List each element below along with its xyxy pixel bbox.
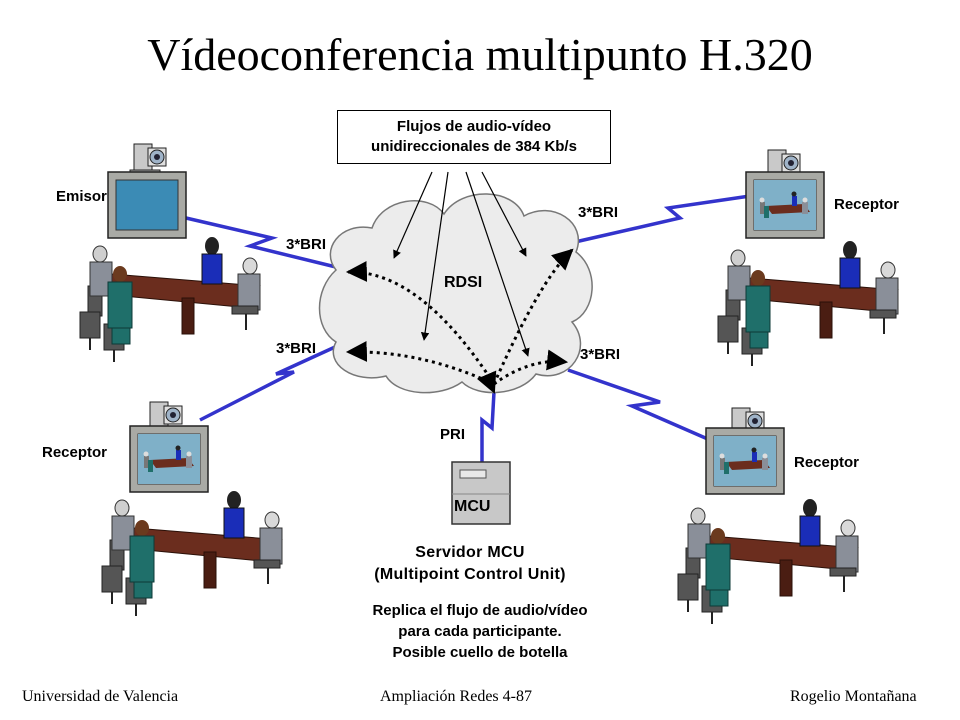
note-arrows bbox=[393, 171, 530, 357]
emisor-label: Emisor bbox=[56, 188, 107, 205]
mcu-server-line2: (Multipoint Control Unit) bbox=[374, 566, 566, 583]
flow-note-line1: Flujos de audio-vídeo bbox=[396, 118, 552, 135]
footer-left: Universidad de Valencia bbox=[22, 688, 179, 705]
link-receptor-bottom-left bbox=[199, 340, 347, 422]
rdsi-cloud bbox=[318, 193, 593, 394]
bri-label-top-right: 3*BRI bbox=[578, 204, 619, 221]
bri-label-bottom-right: 3*BRI bbox=[580, 346, 621, 363]
mcu-server-caption: Servidor MCU (Multipoint Control Unit) bbox=[320, 542, 620, 586]
footer-right: Rogelio Montañana bbox=[790, 688, 917, 705]
receptor-label-bottom-left: Receptor bbox=[42, 444, 108, 461]
site-receptor-bottom-left bbox=[101, 401, 283, 617]
conference-room-icon bbox=[101, 490, 283, 617]
receptor-label-bottom-right: Receptor bbox=[794, 454, 860, 471]
mcu-desc-line2: para cada participante. bbox=[398, 623, 562, 640]
site-receptor-top-right bbox=[717, 149, 899, 367]
flow-note-line2: unidireccionales de 384 Kb/s bbox=[371, 138, 577, 155]
mcu-description: Replica el flujo de audio/vídeo para cad… bbox=[320, 600, 640, 663]
mcu-box-label: MCU bbox=[454, 498, 491, 515]
site-receptor-bottom-right bbox=[677, 407, 859, 625]
rdsi-label: RDSI bbox=[444, 274, 483, 291]
mcu-server-line1: Servidor MCU bbox=[415, 544, 525, 561]
monitor-icon bbox=[107, 171, 187, 239]
pri-label: PRI bbox=[440, 426, 466, 443]
site-emisor bbox=[79, 143, 261, 363]
bri-label-bottom-left: 3*BRI bbox=[276, 340, 317, 357]
link-pri bbox=[480, 391, 496, 462]
page-title: Vídeoconferencia multipunto H.320 bbox=[147, 29, 813, 80]
mcu-server-icon bbox=[451, 461, 511, 525]
conference-room-icon bbox=[717, 240, 899, 367]
receptor-label-top-right: Receptor bbox=[834, 196, 900, 213]
mcu-desc-line1: Replica el flujo de audio/vídeo bbox=[372, 602, 588, 619]
link-receptor-top-right bbox=[574, 194, 751, 244]
bri-label-emisor: 3*BRI bbox=[286, 236, 327, 253]
conference-room-icon bbox=[677, 498, 859, 625]
link-receptor-bottom-right bbox=[567, 368, 711, 442]
flow-paths bbox=[345, 248, 574, 394]
mcu-desc-line3: Posible cuello de botella bbox=[392, 644, 568, 661]
flow-note-box: Flujos de audio-vídeo unidireccionales d… bbox=[337, 110, 611, 164]
link-emisor bbox=[185, 216, 341, 270]
footer-center: Ampliación Redes 4-87 bbox=[380, 688, 532, 705]
camera-icon bbox=[129, 143, 167, 177]
conference-room-icon bbox=[79, 236, 261, 363]
